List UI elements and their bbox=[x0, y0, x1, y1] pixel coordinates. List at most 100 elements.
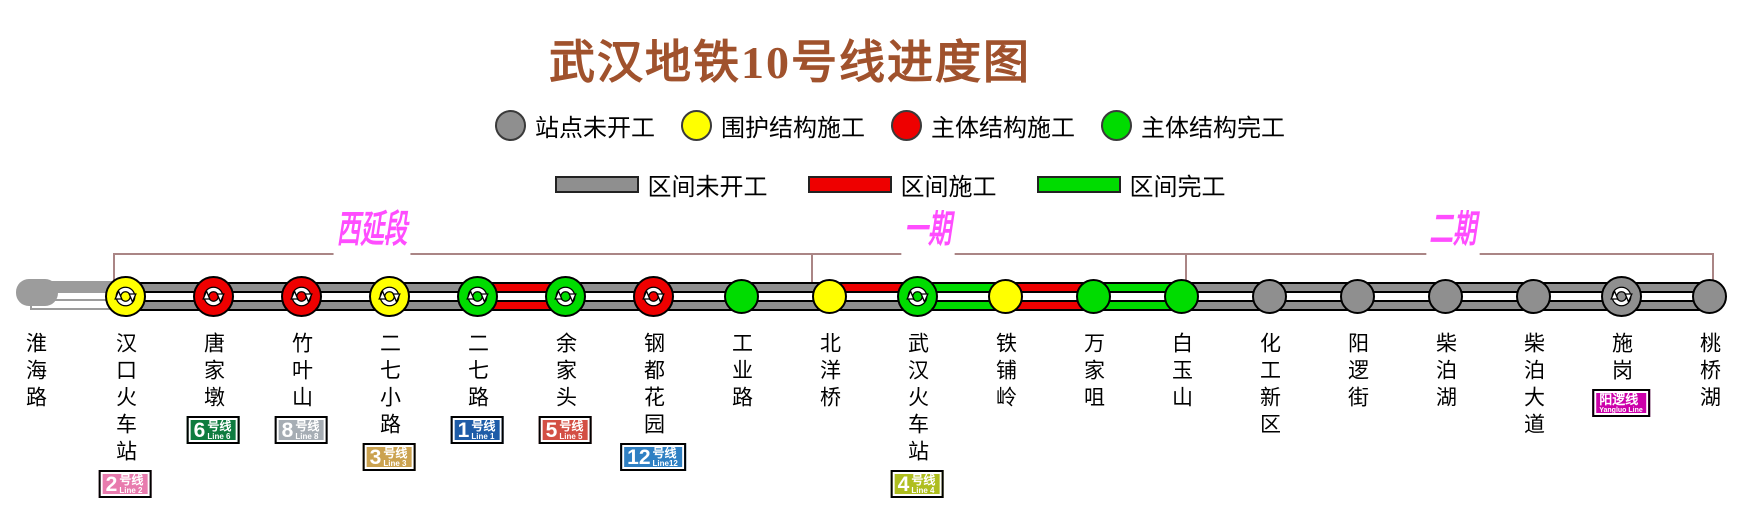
legend-label: 站点未开工 bbox=[535, 116, 655, 142]
station-name: 淮海路 bbox=[23, 332, 48, 413]
station-circle bbox=[811, 279, 847, 314]
station-circle bbox=[1075, 279, 1111, 314]
phase-bracket-tick bbox=[811, 253, 813, 283]
station-circle bbox=[192, 276, 234, 317]
section-status-legend: 区间未开工 区间施工 区间完工 bbox=[0, 167, 1737, 202]
station-circle bbox=[104, 276, 146, 317]
transfer-icon bbox=[285, 280, 318, 313]
badge-number: 4 bbox=[897, 472, 910, 496]
badge-number: 8 bbox=[281, 418, 294, 442]
badge-number: 5 bbox=[545, 418, 558, 442]
transfer-icon bbox=[197, 280, 230, 313]
badge-line-name-en: Yangluo Line bbox=[1599, 407, 1643, 414]
station-name: 北洋桥 bbox=[817, 332, 842, 413]
station-name: 柴泊大道 bbox=[1521, 332, 1546, 440]
station-name: 汉口火车站 bbox=[113, 332, 138, 467]
station-circle bbox=[1251, 279, 1287, 314]
station-circle bbox=[1339, 279, 1375, 314]
station-status-swatch bbox=[891, 110, 922, 141]
station-circle bbox=[456, 276, 498, 317]
station-status-legend: 站点未开工 围护结构施工 主体结构施工 主体结构完工 bbox=[0, 108, 1737, 143]
station-name: 唐家墩 bbox=[201, 332, 226, 413]
legend-label: 主体结构施工 bbox=[931, 116, 1075, 142]
badge-line-name-cn: 号线 bbox=[383, 445, 408, 460]
phase-label: 二期 bbox=[1426, 205, 1480, 257]
station-name: 阳逻街 bbox=[1345, 332, 1370, 413]
station-name: 铁铺岭 bbox=[993, 332, 1018, 413]
legend-label: 区间施工 bbox=[900, 175, 997, 201]
station-name: 桃桥湖 bbox=[1697, 332, 1722, 413]
phase-label: 一期 bbox=[901, 205, 955, 257]
legend-station-item: 站点未开工 bbox=[495, 108, 655, 143]
station-circle bbox=[1515, 279, 1551, 314]
station-name: 工业路 bbox=[729, 332, 754, 413]
section-status-swatch bbox=[1036, 176, 1121, 193]
page-title: 武汉地铁10号线进度图 bbox=[549, 37, 1031, 88]
badge-line-name-cn: 号线 bbox=[911, 472, 936, 487]
badge-line-name-en: Line 5 bbox=[559, 431, 583, 441]
station-circle bbox=[1427, 279, 1463, 314]
legend-station-item: 主体结构完工 bbox=[1101, 108, 1285, 143]
badge-line-name-en: Line12 bbox=[652, 458, 678, 468]
badge-line-name-cn: 号线 bbox=[559, 418, 584, 433]
badge-number: 2 bbox=[105, 472, 118, 496]
station-circle bbox=[368, 276, 410, 317]
transfer-icon bbox=[373, 280, 406, 313]
badge-number: 12 bbox=[627, 445, 651, 469]
station-circle bbox=[1163, 279, 1199, 314]
station-circle bbox=[280, 276, 322, 317]
station-circle bbox=[987, 279, 1023, 314]
badge-number: 6 bbox=[193, 418, 206, 442]
station-name: 武汉火车站 bbox=[905, 332, 930, 467]
station-name: 白玉山 bbox=[1169, 332, 1194, 413]
badge-line-name-en: Line 4 bbox=[911, 485, 935, 495]
badge-line-name-en: Line 1 bbox=[471, 431, 495, 441]
phase-bracket-tick bbox=[1185, 253, 1187, 283]
legend-section-item: 区间施工 bbox=[807, 167, 997, 202]
badge-line-name-en: Line 2 bbox=[119, 485, 143, 495]
phase-label: 西延段 bbox=[333, 205, 411, 257]
station-name: 二七路 bbox=[465, 332, 490, 413]
legend-label: 区间未开工 bbox=[647, 175, 768, 201]
station-circle bbox=[632, 276, 674, 317]
section-status-swatch bbox=[554, 176, 639, 193]
station-name: 二七小路 bbox=[377, 332, 402, 440]
phase-bracket-tick bbox=[113, 253, 115, 283]
station-name: 化工新区 bbox=[1257, 332, 1282, 440]
transfer-icon bbox=[109, 280, 142, 313]
legend-label: 主体结构完工 bbox=[1141, 116, 1285, 142]
legend-station-item: 主体结构施工 bbox=[891, 108, 1075, 143]
station-status-swatch bbox=[1101, 110, 1132, 141]
station-name: 余家头 bbox=[553, 332, 578, 413]
legend-label: 围护结构施工 bbox=[721, 116, 865, 142]
station-circle bbox=[1600, 276, 1642, 317]
legend-section-item: 区间未开工 bbox=[554, 167, 768, 202]
station-circle bbox=[723, 279, 759, 314]
transfer-icon bbox=[549, 280, 582, 313]
badge-number: 3 bbox=[369, 445, 382, 469]
terminus-cap bbox=[16, 279, 58, 306]
legend-label: 区间完工 bbox=[1129, 175, 1226, 201]
badge-line-name-en: Line 8 bbox=[295, 431, 319, 441]
badge-line-name-cn: 号线 bbox=[471, 418, 496, 433]
badge-number: 1 bbox=[457, 418, 470, 442]
phase-bracket-tick bbox=[1712, 253, 1714, 283]
transfer-icon bbox=[901, 280, 934, 313]
badge-line-name-cn: 号线 bbox=[652, 445, 677, 460]
section-status-swatch bbox=[807, 176, 892, 193]
station-circle bbox=[544, 276, 586, 317]
station-name: 万家咀 bbox=[1081, 332, 1106, 413]
station-status-swatch bbox=[681, 110, 712, 141]
station-name: 竹叶山 bbox=[289, 332, 314, 413]
